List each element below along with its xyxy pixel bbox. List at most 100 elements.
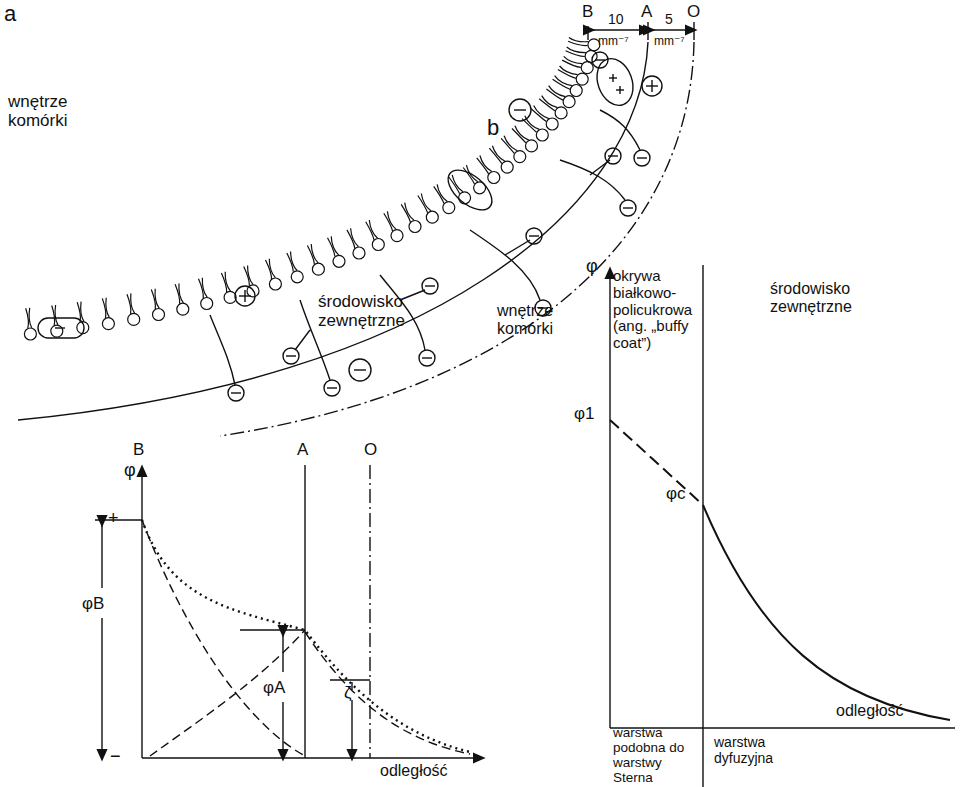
plane-letter: O xyxy=(687,2,700,21)
lipid-tail xyxy=(291,252,298,271)
positive-charge xyxy=(235,76,662,306)
lipid-tail xyxy=(199,279,204,298)
lipid-head xyxy=(488,172,500,184)
lipid-head xyxy=(409,221,421,233)
axis-label: φ xyxy=(586,256,598,276)
lipid-tail xyxy=(175,284,180,304)
lipid-head xyxy=(128,313,140,325)
lipid-tail xyxy=(463,168,474,185)
lipid-tail xyxy=(501,138,514,153)
panel-letter: a xyxy=(4,2,16,27)
lipid-head xyxy=(177,303,189,315)
lipid-tail xyxy=(55,305,58,325)
axis-label: odległość xyxy=(380,762,448,780)
lipid-head xyxy=(585,50,597,62)
total-potential-curve xyxy=(142,520,470,752)
lipid-tail xyxy=(534,106,549,119)
lipid-tail xyxy=(553,79,570,89)
lipid-tail xyxy=(555,76,572,86)
lipid-head xyxy=(247,285,259,297)
glycocalyx-branch xyxy=(210,110,640,385)
lipid-tail xyxy=(81,302,84,322)
dimension-tick xyxy=(693,22,694,40)
surface-o-line xyxy=(220,42,694,436)
lipid-head xyxy=(474,182,486,194)
plane-letter: O xyxy=(364,440,377,459)
lipid-tail xyxy=(562,60,581,67)
lipid-tail xyxy=(387,211,396,229)
lipid-tail xyxy=(568,41,588,45)
lipid-head xyxy=(536,129,548,141)
lipid-tail xyxy=(328,238,335,257)
lipid-tail xyxy=(287,253,294,272)
lipid-head xyxy=(570,85,582,97)
layer-label: warstwa podobna do warstwy Sterna xyxy=(613,725,702,785)
lipid-head xyxy=(153,309,165,321)
lipid-head xyxy=(269,278,281,290)
plane-letter: B xyxy=(582,2,593,21)
region-label: okrywa białkowo-policukrowa (ang. „buffy… xyxy=(613,268,703,352)
lipid-tail xyxy=(512,129,526,143)
region-label: wnętrze komórki xyxy=(497,302,601,338)
lipid-head xyxy=(201,298,213,310)
stern-potential xyxy=(610,420,703,505)
lipid-tail xyxy=(29,308,32,328)
phi-b-arrow xyxy=(101,618,102,756)
lipid-head xyxy=(581,62,593,74)
lipid-tail xyxy=(434,186,444,203)
lipid-tail xyxy=(331,236,338,255)
lipid-tail xyxy=(26,308,29,328)
panel-letter: b xyxy=(487,116,499,141)
lipid-tail xyxy=(566,51,585,57)
dimension-unit: mm⁻⁷ xyxy=(598,35,629,48)
lipid-head xyxy=(555,107,567,119)
plane-letter: A xyxy=(297,440,308,459)
phi-a-arrow xyxy=(282,702,283,756)
lipid-head xyxy=(353,247,365,259)
lipid-tail xyxy=(542,96,558,108)
lipid-tail xyxy=(384,213,393,231)
dimension-value: 5 xyxy=(665,12,673,28)
lipid-head xyxy=(24,328,36,340)
lipid-tail xyxy=(151,290,155,310)
level-line xyxy=(330,679,370,680)
lipid-tail xyxy=(221,273,226,292)
lipid-head xyxy=(372,239,384,251)
dimension-tick xyxy=(587,26,588,40)
diffuse-potential xyxy=(703,505,950,720)
potential-curve xyxy=(150,630,305,756)
lipid-head xyxy=(291,271,303,283)
lipid-tail xyxy=(266,260,272,279)
lipid-head xyxy=(102,318,114,330)
lipid-tail xyxy=(52,306,55,326)
lipid-tail xyxy=(489,148,502,164)
lipid-tail xyxy=(77,302,80,322)
lipid-tail xyxy=(558,70,576,79)
membrane-guide xyxy=(30,44,590,330)
surface-a-line xyxy=(18,42,648,420)
lipid-tail xyxy=(102,298,106,318)
lipid-head xyxy=(443,202,455,214)
lipid-head xyxy=(563,96,575,108)
layer-label: warstwa dyfuzyjna xyxy=(714,735,814,766)
lipid-tail xyxy=(244,267,250,286)
dimension-value: 10 xyxy=(608,12,624,28)
level-line xyxy=(240,629,305,630)
dimension-line xyxy=(590,29,646,30)
lipid-head xyxy=(514,151,526,163)
dimension-line xyxy=(650,29,692,30)
lipid-tail xyxy=(248,265,254,284)
potential-label: φc xyxy=(666,484,686,503)
axis-label: φ xyxy=(124,460,136,480)
lipid-tail xyxy=(366,222,374,240)
sign-label: + xyxy=(108,508,119,528)
axis-phi xyxy=(609,272,610,728)
lipid-head xyxy=(501,161,513,173)
potential-label: ζ xyxy=(344,683,352,702)
lipid-tail xyxy=(569,37,589,41)
lipid-tail xyxy=(539,99,555,111)
plane-letter: B xyxy=(133,440,144,459)
lipid-tail xyxy=(567,47,586,53)
lipid-tail xyxy=(269,259,275,278)
